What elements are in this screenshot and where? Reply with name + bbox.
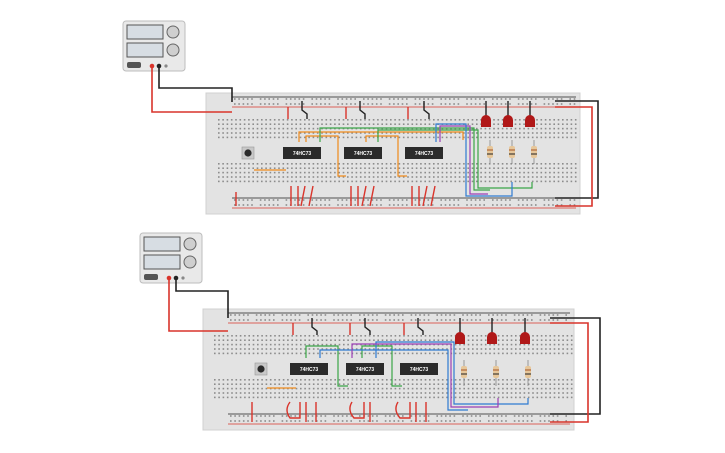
chip-label: 74HC73 [300,367,319,373]
power-supply-2[interactable] [139,232,203,284]
pushbutton-1[interactable] [241,146,255,160]
rail-jumpers-1 [235,101,531,207]
resistor-2-1[interactable] [461,360,467,386]
led-2-3[interactable] [520,332,530,344]
resistor-1-3[interactable] [531,140,537,164]
resistor-2-2[interactable] [493,360,499,386]
wire-blue-1[interactable] [319,349,468,411]
psu-current-knob-icon[interactable] [183,255,197,269]
wire-purple-1[interactable] [439,125,488,195]
chip-label: 74HC73 [415,151,434,157]
wire-blue-1[interactable] [435,123,513,197]
led-1-2[interactable] [503,115,513,127]
chip-label: 74HC73 [293,151,312,157]
wire-rail-bridge-positive[interactable] [550,322,589,423]
chip-1-2[interactable]: 74HC73 [344,147,382,159]
resistor-1-2[interactable] [509,140,515,164]
wire-orange-1[interactable] [298,131,464,142]
psu-switch-icon[interactable] [127,62,141,68]
wire-orange-2[interactable] [305,135,346,177]
chip-2-2[interactable]: 74HC73 [346,363,384,375]
resistor-2-3[interactable] [525,360,531,386]
led-1-1[interactable] [481,115,491,127]
wire-orange-3[interactable] [365,135,407,177]
psu-voltage-display [126,24,164,40]
wire-blue-2[interactable] [375,341,529,405]
chip-1-1[interactable]: 74HC73 [283,147,321,159]
psu-voltage-display [143,236,181,252]
breadboard-2-holes [214,314,573,422]
psu-voltage-knob-icon[interactable] [166,25,180,39]
led-2-1[interactable] [455,332,465,344]
circuit-1: 74HC73 74HC73 74HC73 [122,20,599,215]
wire-green-1[interactable] [319,127,490,191]
wire-rail-bridge-negative[interactable] [555,100,599,199]
power-supply-1[interactable] [122,20,186,72]
wire-psu-negative[interactable] [175,278,229,318]
psu-current-display [143,254,181,270]
circuit-2: 74HC73 74HC73 74HC73 [139,232,601,431]
chip-label: 74HC73 [410,367,429,373]
pushbutton-icon [257,365,265,373]
resistor-1-1[interactable] [487,140,493,164]
psu-ground-terminal-icon [181,276,185,280]
chip-2-1[interactable]: 74HC73 [290,363,328,375]
chip-1-3[interactable]: 74HC73 [405,147,443,159]
pushbutton-2[interactable] [254,362,268,376]
chip-2-3[interactable]: 74HC73 [400,363,438,375]
wire-purple-1[interactable] [351,343,499,408]
breadboard-1-holes [218,98,577,206]
rail-jumpers-2 [251,318,526,422]
wire-rail-bridge-positive[interactable] [555,106,593,207]
led-2-2[interactable] [487,332,497,344]
psu-switch-icon[interactable] [144,274,158,280]
psu-current-knob-icon[interactable] [166,43,180,57]
psu-ground-terminal-icon [164,64,168,68]
chip-label: 74HC73 [356,367,375,373]
wire-rail-bridge-negative[interactable] [550,317,601,415]
pushbutton-icon [244,149,252,157]
wire-psu-negative[interactable] [158,66,233,102]
wire-psu-positive[interactable] [151,66,232,113]
psu-voltage-knob-icon[interactable] [183,237,197,251]
psu-current-display [126,42,164,58]
wire-psu-positive[interactable] [168,278,228,332]
chip-label: 74HC73 [354,151,373,157]
led-1-3[interactable] [525,115,535,127]
wire-green-2[interactable] [377,129,533,189]
wire-green-1[interactable] [305,345,348,387]
breadboard-1 [205,92,581,215]
